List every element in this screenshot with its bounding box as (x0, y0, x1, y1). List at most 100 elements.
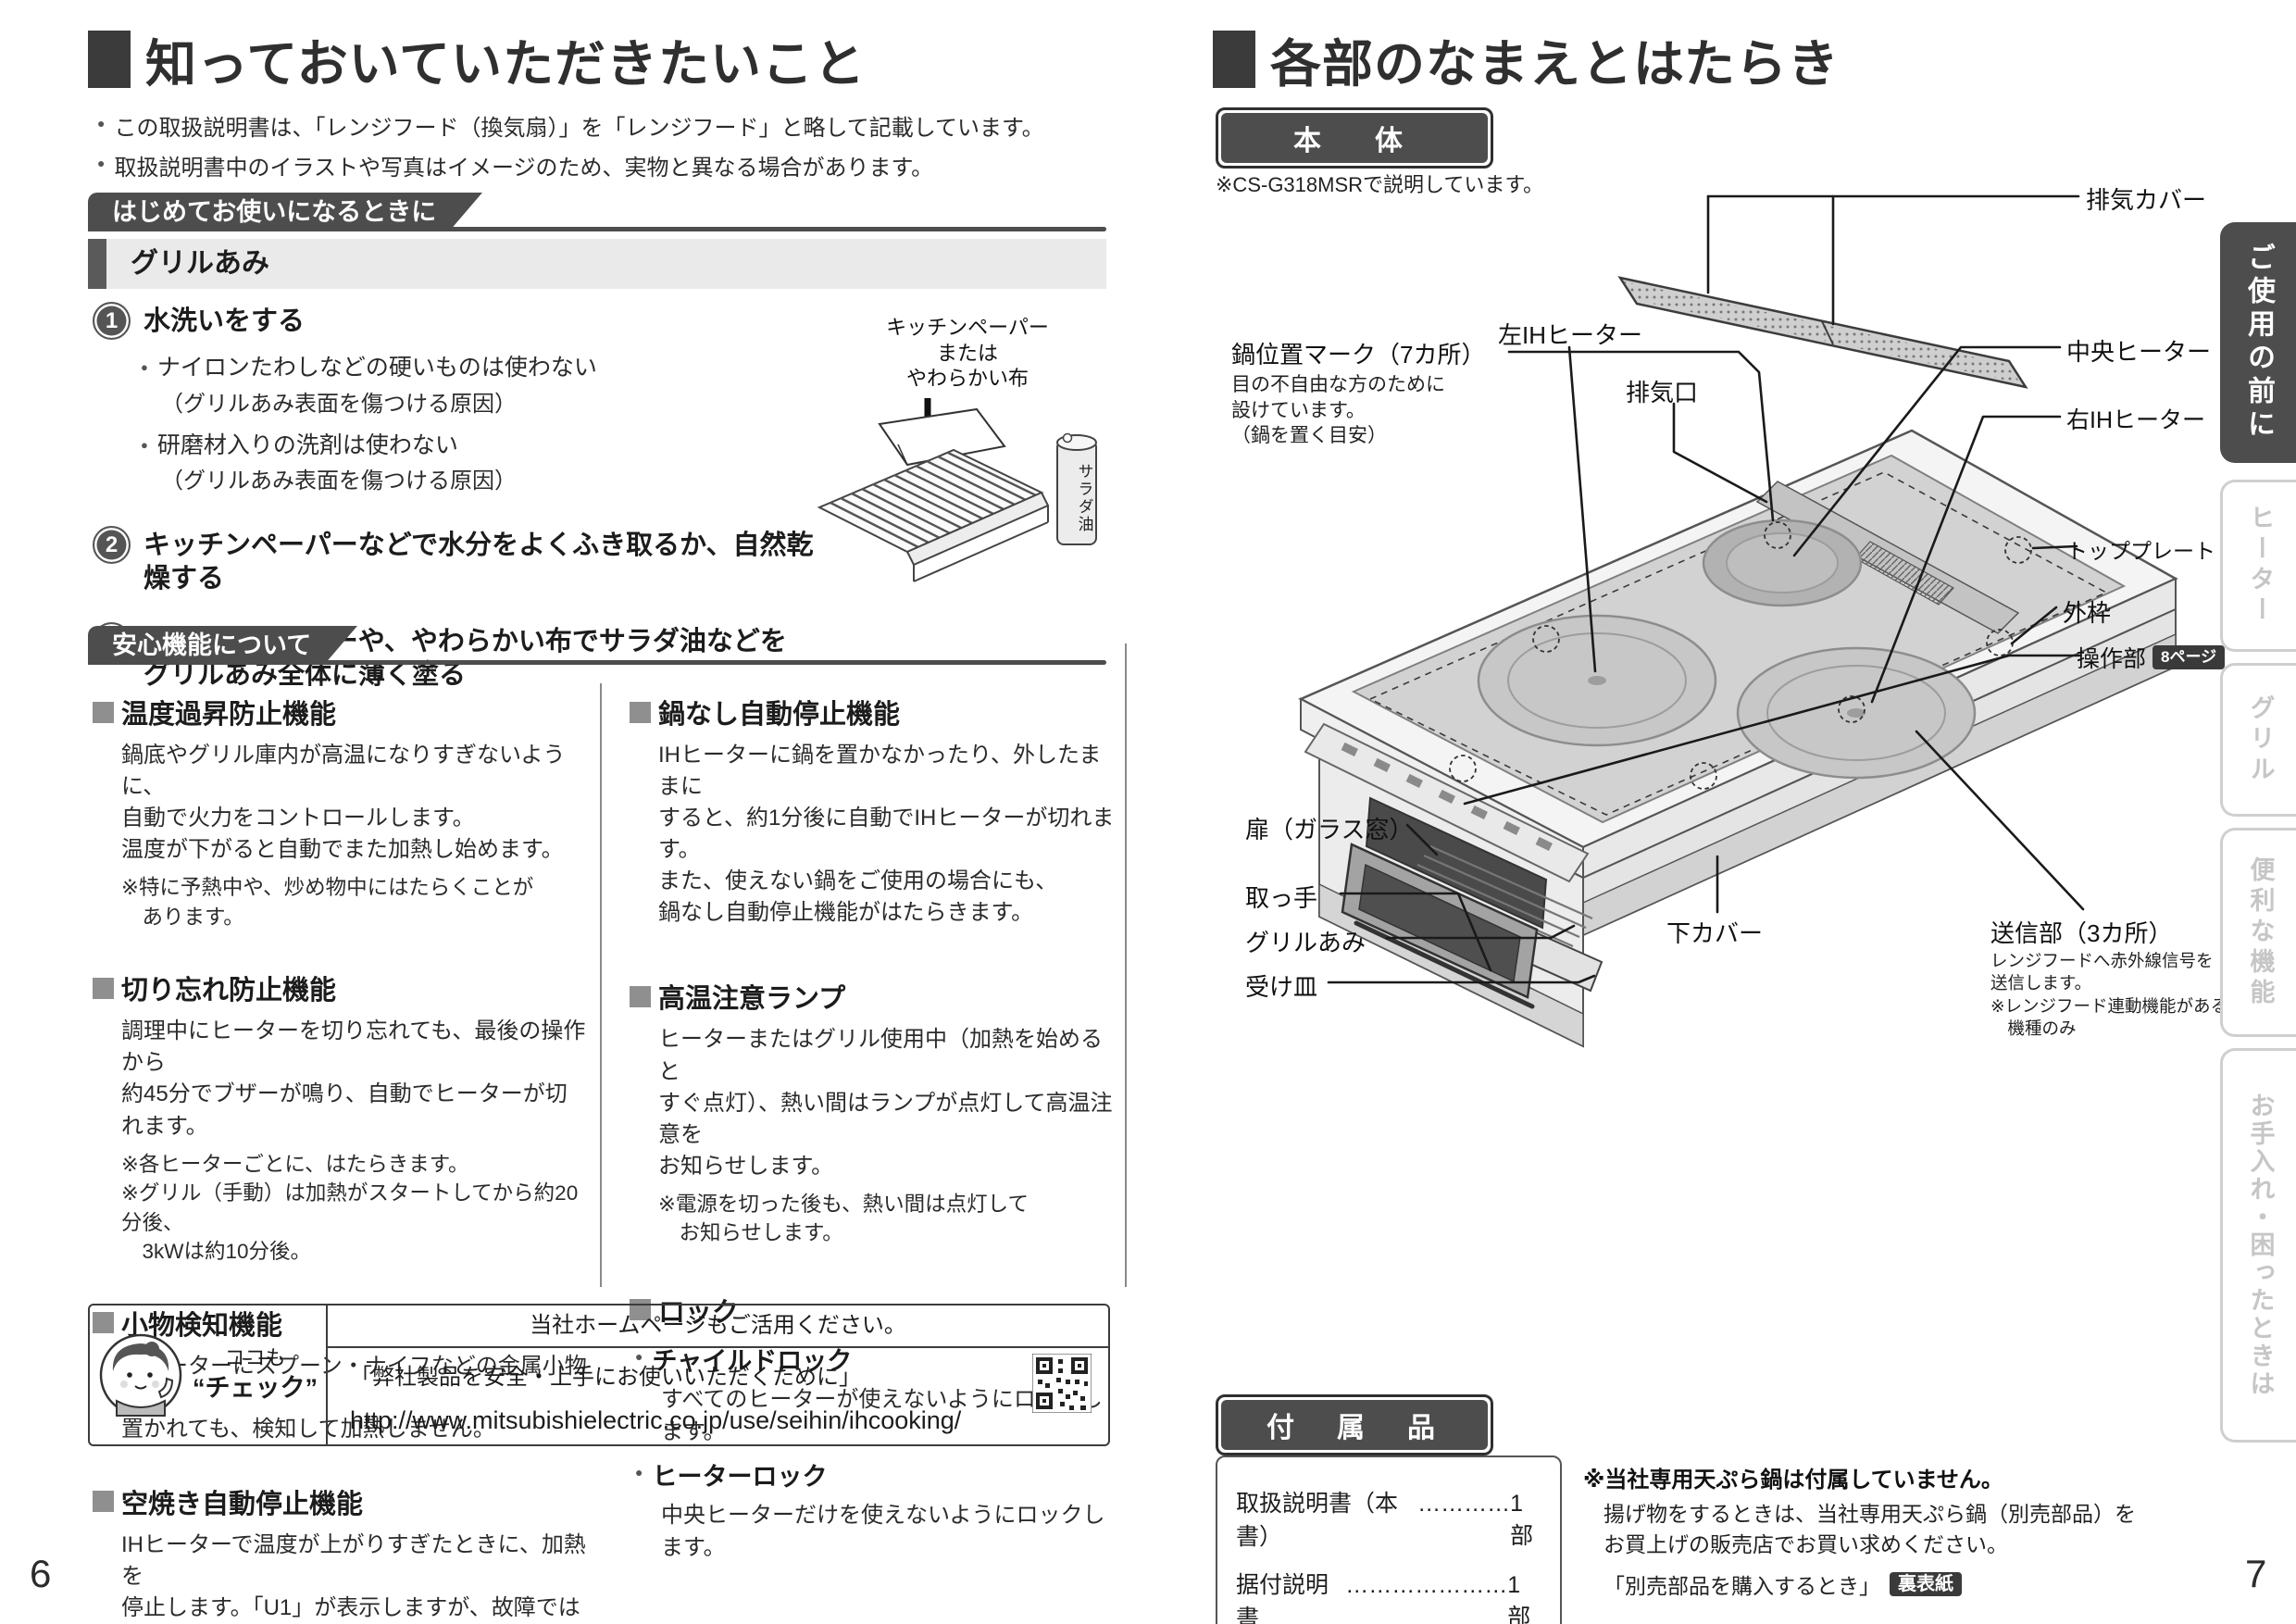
step-1: 1 水洗いをする (93, 302, 824, 340)
safety-right-column: 鍋なし自動停止機能 IHヒーターに鍋を置かなかったり、外したままに すると、約1… (630, 693, 1116, 1598)
qr-code (1032, 1354, 1092, 1413)
feature-auto-off: 切り忘れ防止機能 調理中にヒーターを切り忘れても、最後の操作から 約45分でブザ… (93, 968, 588, 1266)
model-note: ※CS-G318MSRで説明しています。 (1216, 173, 1544, 196)
page-title-right-text: 各部のなまえとはたらき (1270, 35, 1840, 93)
body-section-box: 本 体 (1216, 107, 1493, 169)
label-handle: 取っ手 (1245, 884, 1318, 912)
label-pot-mark-desc: 目の不自由な方のために 設けています。 （鍋を置く目安） (1231, 374, 1445, 447)
step-1-number-icon: 1 (93, 302, 131, 340)
step-1-bullet-2-note: （グリルあみ表面を傷つける原因） (161, 468, 517, 493)
intro-note-1: この取扱説明書は、「レンジフード（換気扇）」を「レンジフード」と略して記載してい… (97, 109, 1106, 142)
mascot-illustration (99, 1333, 182, 1417)
intro-note-2: 取扱説明書中のイラストや写真はイメージのため、実物と異なる場合があります。 (97, 149, 1106, 181)
accessories-section-box: 付 属 品 (1216, 1394, 1493, 1455)
feature-square-icon (93, 1491, 114, 1513)
lock-child: チャイルドロック (635, 1341, 1116, 1377)
oil-bottle-icon: サラダ油 (1056, 432, 1097, 545)
label-right-ih: 右IHヒーター (2066, 407, 2206, 433)
cooktop-diagram-art (1298, 194, 2178, 1048)
accessories-list-box: 取扱説明書（本書）…………1部 据付説明書…………………1部 保証書………………… (1216, 1455, 1562, 1624)
exhaust-cover-art (1617, 276, 2028, 389)
svg-text:サラダ油: サラダ油 (1076, 463, 1094, 533)
safety-left-column: 温度過昇防止機能 鍋底やグリル庫内が高温になりすぎないように、 自動で火力をコン… (93, 693, 588, 1624)
grill-net-art: サラダ油 (817, 398, 1097, 582)
title-square-icon2 (1213, 31, 1255, 88)
intro-notes: この取扱説明書は、「レンジフード（換気扇）」を「レンジフード」と略して記載してい… (97, 109, 1106, 189)
leader-lines (1327, 194, 2085, 984)
mascot-cell: ココも “チェック” (90, 1305, 328, 1444)
label-tray: 受け皿 (1245, 973, 1318, 1001)
feature-no-pot: 鍋なし自動停止機能 IHヒーターに鍋を置かなかったり、外したままに すると、約1… (630, 693, 1116, 929)
label-exhaust-port: 排気口 (1626, 379, 1699, 406)
step-1-bullet-1-note: （グリルあみ表面を傷つける原因） (161, 391, 517, 417)
first-use-steps: 1 水洗いをする ナイロンたわしなどの硬いものは使わない （グリルあみ表面を傷つ… (93, 302, 824, 692)
illustration-label: キッチンペーパー または やわらかい布 (886, 316, 1049, 390)
pot-position-marks (1449, 521, 2032, 790)
label-pot-mark: 鍋位置マーク（7カ所） (1231, 341, 1486, 369)
back-cover-badge[interactable]: 裏表紙 (1890, 1571, 1962, 1596)
homepage-line: 「弊社製品を安全・上手にお使いいただくために」 (350, 1365, 861, 1390)
feature-square-icon (93, 977, 114, 999)
page-title-left: 知っておいていただきたいこと (88, 22, 866, 96)
burner-center-art (1702, 518, 1863, 607)
lock-heater: ヒーターロック (635, 1456, 1116, 1493)
page-number-left: 6 (30, 1552, 52, 1595)
title-square-icon (88, 31, 131, 88)
sidebar-tab-convenient[interactable]: 便利な機能 (2220, 828, 2296, 1037)
label-transmitter-desc: レンジフードへ赤外線信号を 送信します。 ※レンジフード連動機能がある 機種のみ (1990, 951, 2228, 1039)
step-1-bullet-1: ナイロンたわしなどの硬いものは使わない (141, 353, 824, 383)
section-header-safety: 安心機能について (88, 626, 1106, 665)
section-header-slant (449, 193, 483, 231)
feature-square-icon (630, 985, 651, 1007)
homepage-url[interactable]: http://www.mitsubishielectric.co.jp/use/… (350, 1406, 962, 1434)
control-panel-page-badge[interactable]: 8ページ (2152, 645, 2226, 669)
accessory-row-2: 据付説明書…………………1部 (1236, 1572, 1531, 1624)
label-lower-cover: 下カバー (1666, 919, 1764, 947)
page-number-right: 7 (2245, 1552, 2267, 1595)
feature-lock: ロック チャイルドロック すべてのヒーターが使えないようにロックします。 ヒータ… (630, 1291, 1116, 1561)
subsection-grill-net: グリルあみ (88, 239, 1106, 289)
sidebar-tab-grill[interactable]: グリル (2220, 663, 2296, 817)
label-door: 扉（ガラス窓） (1245, 816, 1414, 843)
sidebar-tab-care[interactable]: お手入れ・困ったときは (2220, 1048, 2296, 1443)
section-header-first-use-label: はじめてお使いになるときに (88, 193, 450, 231)
section-header-rule2 (88, 660, 1106, 665)
accessory-row-1: 取扱説明書（本書）…………1部 (1236, 1491, 1534, 1550)
mascot-caption: ココも “チェック” (193, 1346, 318, 1402)
section-header-safety-label: 安心機能について (88, 626, 325, 665)
burner-left-art (1477, 614, 1717, 747)
grill-illustration: キッチンペーパー または やわらかい布 サラダ油 (815, 315, 1125, 602)
feature-hot-lamp: 高温注意ランプ ヒーターまたはグリル使用中（加熱を始めると すぐ点灯）、熱い間は… (630, 977, 1116, 1247)
safety-column-divider (600, 683, 602, 1287)
section-header-rule (88, 227, 1106, 231)
feature-square-icon (93, 1312, 114, 1334)
feature-square-icon (630, 701, 651, 723)
step-2: 2 キッチンペーパーなどで水分をよくふき取るか、自然乾燥する (93, 526, 824, 596)
page-title-left-text: 知っておいていただきたいこと (145, 35, 866, 93)
label-control-panel: 操作部 8ページ (2077, 641, 2226, 674)
page-gutter-line (1125, 643, 1127, 1287)
label-transmitter: 送信部（3カ所） (1990, 919, 2173, 947)
label-center-heater: 中央ヒーター (2066, 338, 2212, 366)
accessories-note: ※当社専用天ぷら鍋は付属していません。 揚げ物をするときは、当社専用天ぷら鍋（別… (1583, 1468, 2136, 1598)
accessories-section-label: 付 属 品 (1221, 1400, 1488, 1450)
sidebar-tab-before-use[interactable]: ご使用の前に (2220, 222, 2296, 463)
label-top-plate: トッププレート (2066, 539, 2215, 563)
label-left-ih: 左IHヒーター (1498, 321, 1643, 349)
feature-square-icon (93, 701, 114, 723)
label-exhaust-cover: 排気カバー (2086, 186, 2207, 214)
burner-right-art (1736, 646, 1977, 780)
control-panel-art (1304, 722, 1590, 883)
homepage-header: 当社ホームページもご活用ください。 (328, 1305, 1108, 1348)
sidebar-tab-heater[interactable]: ヒーター (2220, 480, 2296, 652)
homepage-box: ココも “チェック” 当社ホームページもご活用ください。 「弊社製品を安全・上手… (88, 1304, 1110, 1446)
step-2-number-icon: 2 (93, 526, 131, 564)
feature-overheat: 温度過昇防止機能 鍋底やグリル庫内が高温になりすぎないように、 自動で火力をコン… (93, 693, 588, 931)
label-grill-net: グリルあみ (1245, 929, 1366, 956)
label-outer-frame: 外枠 (2063, 599, 2112, 627)
feature-dry-heat: 空焼き自動停止機能 IHヒーターで温度が上がりすぎたときに、加熱を 停止します。… (93, 1482, 588, 1624)
page-title-right: 各部のなまえとはたらき (1213, 22, 1840, 96)
body-section-label: 本 体 (1221, 113, 1488, 163)
section-header-first-use: はじめてお使いになるときに (88, 193, 1106, 231)
